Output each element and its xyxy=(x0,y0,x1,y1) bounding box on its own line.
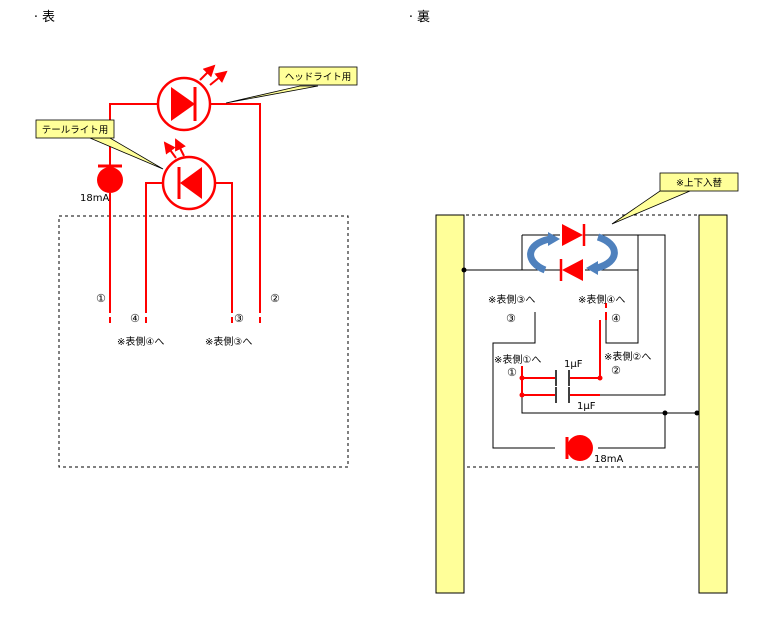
back-side-header: ·裏 xyxy=(405,6,430,25)
front-note-to-back4: ※表側④へ xyxy=(117,335,164,348)
front-diagram: 18mA ① ② ④ ③ ※表側④へ ※表側③へ ヘッドライト用 xyxy=(35,64,358,468)
back-crd-current-label: 18mA xyxy=(594,454,623,465)
back-note-to-front1: ※表側①へ xyxy=(494,353,541,366)
capacitor-top xyxy=(555,370,570,386)
headlight-right-wire xyxy=(210,103,261,313)
right-junction xyxy=(662,410,668,416)
back-pin1-label: ① xyxy=(507,366,517,379)
capacitor-top-label: 1μF xyxy=(564,359,583,370)
cap-junction-right xyxy=(597,375,603,381)
capacitor-bottom-label: 1μF xyxy=(577,401,596,412)
left-rail-junction xyxy=(461,267,467,273)
right-rail-junction xyxy=(694,410,700,416)
back-led-top xyxy=(562,224,586,246)
front-board-outline xyxy=(58,215,349,468)
back-note-to-front3: ※表側③へ xyxy=(488,293,535,306)
right-rail-strip xyxy=(698,214,728,594)
front-side-title: 表 xyxy=(42,10,56,25)
front-note-to-back3: ※表側③へ xyxy=(205,335,252,348)
capacitor-bottom xyxy=(555,387,570,403)
taillight-callout-text: テールライト用 xyxy=(42,125,109,136)
front-crd-current-label: 18mA xyxy=(80,193,109,204)
headlight-callout-text: ヘッドライト用 xyxy=(285,72,352,83)
cap-junction-left xyxy=(519,375,525,381)
header-bullet: · xyxy=(408,10,414,25)
headlight-left-wire xyxy=(109,103,158,173)
headlight-led xyxy=(156,64,228,132)
back-crd xyxy=(565,435,593,461)
swap-callout-text: ※上下入替 xyxy=(676,177,722,189)
front-crd xyxy=(97,164,123,313)
back-note-to-front2: ※表側②へ xyxy=(604,350,651,363)
front-wire-ends xyxy=(109,317,261,323)
front-pin3-label: ③ xyxy=(234,312,244,325)
swap-arrows-icon xyxy=(527,232,618,275)
taillight-left-wire xyxy=(145,182,163,313)
back-side-title: 裏 xyxy=(417,10,431,25)
front-pin1-label: ① xyxy=(96,292,106,305)
back-pin3-label: ③ xyxy=(506,312,516,325)
front-pin4-label: ④ xyxy=(130,312,140,325)
back-note-to-front4: ※表側④へ xyxy=(578,293,625,306)
back-pin2-label: ② xyxy=(611,364,621,377)
back-led-bottom xyxy=(559,259,583,281)
cap-junction-left2 xyxy=(519,392,525,398)
headlight-callout: ヘッドライト用 xyxy=(225,66,358,104)
left-rail-strip xyxy=(435,214,465,594)
header-bullet: · xyxy=(33,10,39,25)
back-pin4-label: ④ xyxy=(611,312,621,325)
front-pin2-label: ② xyxy=(270,292,280,305)
taillight-callout: テールライト用 xyxy=(35,119,164,170)
back-diagram: 18mA ※表側③へ ※表側④へ ③ ④ ※表側①へ ※表側②へ ① ② 1μF… xyxy=(435,172,739,594)
taillight-right-wire xyxy=(215,182,233,313)
swap-callout: ※上下入替 xyxy=(611,172,739,225)
back-board-outline xyxy=(435,214,727,468)
front-side-header: ·表 xyxy=(30,6,55,25)
taillight-led xyxy=(161,138,217,211)
